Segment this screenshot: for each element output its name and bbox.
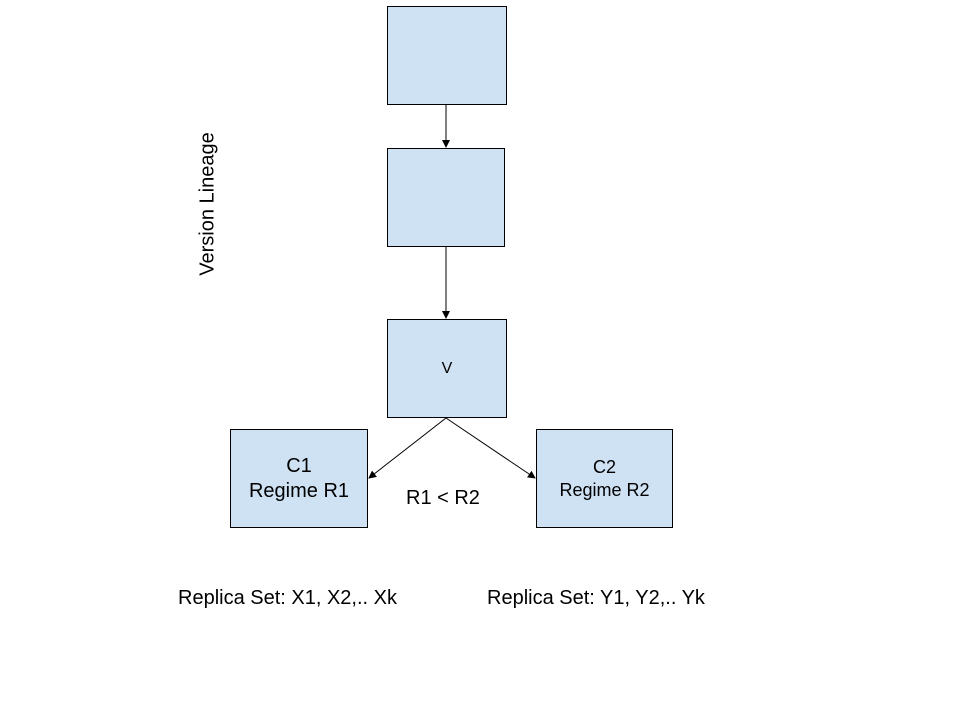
replica-set-1-label: Replica Set: X1, X2,.. Xk — [178, 587, 397, 609]
regime-relation-label: R1 < R2 — [406, 487, 480, 509]
version-node-top — [387, 6, 507, 105]
version-node-v: V — [387, 319, 507, 418]
version-lineage-label: Version Lineage — [196, 132, 219, 276]
edge-v-to-c2 — [445, 417, 536, 479]
version-node-middle — [387, 148, 505, 247]
replica-set-2-label: Replica Set: Y1, Y2,.. Yk — [487, 587, 705, 609]
edge-v-to-c1 — [368, 417, 447, 479]
child-node-c1: C1 Regime R1 — [230, 429, 368, 528]
child-node-c2: C2 Regime R2 — [536, 429, 673, 528]
